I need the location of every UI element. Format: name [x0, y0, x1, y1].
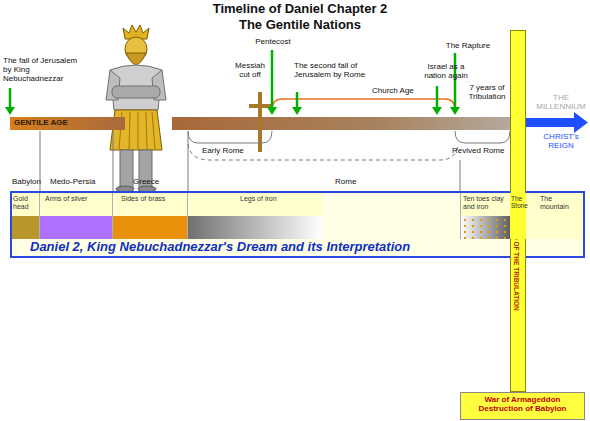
event-label: Pentecost — [250, 38, 296, 47]
gold-cell: Gold head — [12, 193, 40, 239]
empire-label: Revived Rome — [452, 147, 504, 156]
mountain-cell: The mountain — [526, 193, 583, 239]
timeline-bar — [172, 117, 514, 130]
node-text: GENTILE AGE — [14, 119, 68, 128]
silver-cell: Arms of silver — [40, 193, 113, 239]
node-text: War of Armageddon Destruction of Babylon — [463, 396, 582, 414]
empire-label: Early Rome — [202, 147, 244, 156]
empire-label: Medo-Persia — [50, 178, 95, 187]
node-text: CHRIST's REIGN — [536, 133, 586, 151]
empire-label: Greece — [133, 178, 159, 187]
empire-label: Rome — [335, 178, 356, 187]
node-text: Ten toes clay and iron — [463, 195, 509, 210]
node-text: The Stone — [511, 195, 526, 209]
diagram-title: Timeline of Daniel Chapter 2 — [120, 2, 480, 16]
brass-cell: Sides of brass — [113, 193, 188, 239]
period-label: Church Age — [372, 87, 414, 96]
diagram-subtitle: The Gentile Nations — [120, 18, 480, 32]
node-text: Sides of brass — [121, 195, 187, 203]
event-label: Israel as a nation again — [420, 63, 472, 81]
period-label: 7 years of Tribulation — [464, 84, 510, 102]
toes-cell: Ten toes clay and iron — [460, 193, 510, 239]
statue-illustration — [106, 25, 166, 192]
node-text: Legs of iron — [240, 195, 320, 203]
event-label: The fall of Jerusalem by King Nebuchadne… — [3, 57, 87, 83]
event-label: The Rapture — [440, 42, 496, 51]
node-text: The mountain — [540, 195, 578, 210]
armageddon-box: War of Armageddon Destruction of Babylon — [460, 392, 585, 420]
node-text: THE MILLENNIUM — [534, 94, 588, 112]
dream-interpretation-box: Daniel 2, King Nebuchadnezzar's Dream an… — [10, 191, 585, 258]
stone-cell: The Stone — [510, 193, 526, 239]
node-text: Gold head — [13, 195, 39, 210]
empire-label: Babylon — [12, 178, 41, 187]
node-text: Arms of silver — [45, 195, 111, 203]
event-label: Messiah cut off — [230, 62, 270, 80]
node-text: Daniel 2, King Nebuchadnezzar's Dream an… — [30, 240, 410, 254]
event-label: The second fall of Jerusalem by Rome — [294, 62, 368, 80]
iron-cell: Legs of iron — [188, 193, 322, 239]
gentile-age-bar: GENTILE AGE — [10, 117, 125, 130]
period-brackets — [40, 131, 510, 191]
